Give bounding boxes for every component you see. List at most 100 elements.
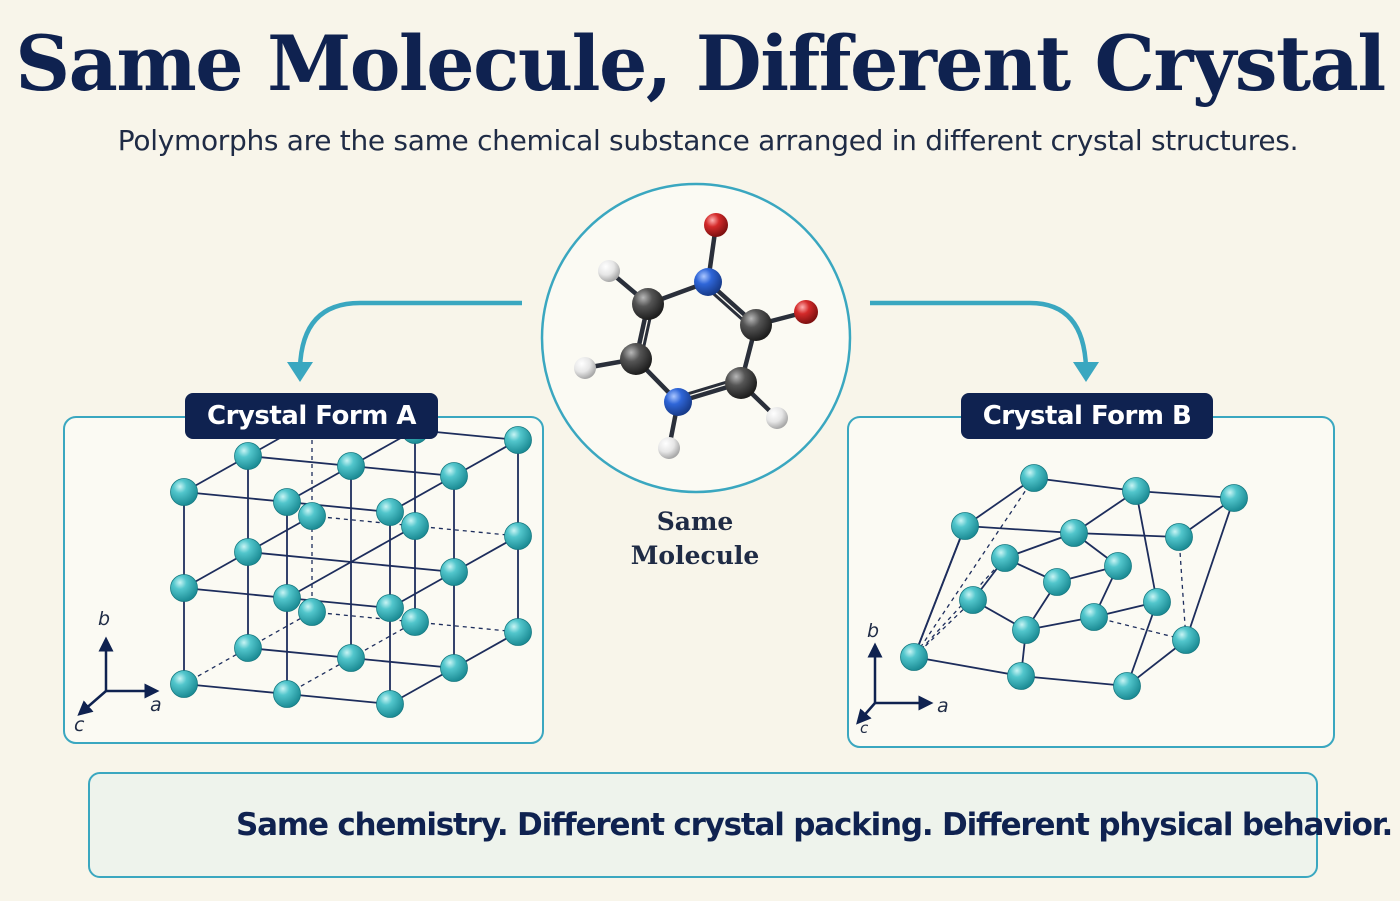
axis-a-b-label: b <box>98 608 111 630</box>
axis-b-b-label: b <box>867 620 880 642</box>
lattice-a-atom <box>504 522 532 550</box>
molecule-circle <box>540 182 852 494</box>
lattice-b-atom <box>1143 588 1171 616</box>
lattice-b-atom <box>951 512 979 540</box>
lattice-b-atom <box>1080 603 1108 631</box>
lattice-a-edge <box>350 657 455 669</box>
lattice-a-atom <box>273 488 301 516</box>
lattice-a-edge <box>286 597 391 609</box>
lattice-a-hidden-edge <box>414 621 519 633</box>
lattice-a-atom <box>440 462 468 490</box>
carbon-atom <box>740 309 772 341</box>
lattice-b-hidden-edge <box>1178 536 1187 641</box>
lattice-b-atom <box>1122 477 1150 505</box>
axis-a-c-label: c <box>74 714 85 736</box>
lattice-b-edge <box>913 656 1022 677</box>
lattice-a-edge <box>350 465 455 477</box>
form-a-label: Crystal Form A <box>185 393 438 439</box>
lattice-a-atom <box>234 538 262 566</box>
oxygen-atom <box>704 213 728 237</box>
lattice-b-hidden-edge <box>913 599 974 658</box>
lattice-a-edge <box>286 501 391 513</box>
molecule-double-bond <box>687 380 729 395</box>
carbon-atom <box>620 343 652 375</box>
lattice-a-edge <box>350 561 455 573</box>
lattice-a-atom <box>337 452 365 480</box>
lattice-b-atom <box>1165 523 1193 551</box>
lattice-b-atom <box>1113 672 1141 700</box>
lattice-b-edge <box>1033 477 1137 492</box>
hydrogen-atom <box>658 437 680 459</box>
molecule-double-bond <box>641 314 652 351</box>
lattice-b-atom <box>1012 616 1040 644</box>
lattice-b-edge <box>1073 532 1180 538</box>
lattice-b-atom <box>1020 464 1048 492</box>
lattice-b-atom <box>1007 662 1035 690</box>
lattice-a-edge <box>183 683 288 695</box>
same-molecule-line2: Molecule <box>630 541 760 570</box>
molecule <box>574 213 818 459</box>
lattice-b-atom <box>1220 484 1248 512</box>
lattice-a-edge <box>286 693 391 705</box>
footer-banner <box>88 772 1318 878</box>
lattice-b-edge <box>964 477 1035 527</box>
carbon-atom <box>725 367 757 399</box>
lattice-b-edge <box>1135 490 1235 499</box>
nitrogen-atom <box>664 388 692 416</box>
lattice-a-atom <box>440 558 468 586</box>
same-molecule-line1: Same <box>656 507 734 536</box>
lattice-a-atom <box>401 512 429 540</box>
page-title: Same Molecule, Different Crystal <box>15 19 1386 108</box>
lattice-b-edge <box>1126 601 1158 687</box>
lattice-a-atom <box>298 502 326 530</box>
lattice-a-atom <box>234 634 262 662</box>
lattice-b-hidden-edge <box>913 557 1006 658</box>
arrow-to-form-a-head <box>287 362 313 382</box>
page-subtitle: Polymorphs are the same chemical substan… <box>117 124 1299 157</box>
lattice-a-edge <box>247 647 352 659</box>
lattice-b-edge <box>913 525 966 658</box>
lattice-a-hidden-edge <box>414 525 519 537</box>
lattice-a-atom <box>170 574 198 602</box>
lattice-a-atom <box>504 618 532 646</box>
hydrogen-atom <box>766 407 788 429</box>
lattice-a-edge <box>247 455 352 467</box>
axis-b-a-label: a <box>937 695 949 717</box>
arrow-to-form-b-head <box>1073 362 1099 382</box>
lattice-a-atom <box>376 594 404 622</box>
lattice-a-atom <box>234 442 262 470</box>
lattice-a-atom <box>170 670 198 698</box>
panel-b-frame <box>847 416 1335 748</box>
molecule-double-bond <box>712 292 745 322</box>
lattice-a-hidden-edge <box>311 611 416 623</box>
hydrogen-atom <box>598 260 620 282</box>
same-molecule-label: Same Molecule <box>600 505 790 573</box>
lattice-a-atom <box>273 584 301 612</box>
lattice-a-atom <box>376 498 404 526</box>
lattice-b-atom <box>900 643 928 671</box>
lattice-a <box>170 406 532 718</box>
lattice-a-atom <box>504 426 532 454</box>
arrow-to-form-b <box>870 300 1089 369</box>
lattice-a-edge <box>183 491 288 503</box>
lattice-a-atom <box>401 608 429 636</box>
axis-b-c-label: c <box>860 719 869 737</box>
lattice-b-edge <box>1020 675 1128 687</box>
lattice-a-atom <box>440 654 468 682</box>
lattice-b-hidden-edge <box>913 477 1035 658</box>
oxygen-atom <box>794 300 818 324</box>
lattice-a-edge <box>247 551 352 563</box>
lattice-b <box>900 464 1248 700</box>
lattice-b-atom <box>1104 552 1132 580</box>
axes-a <box>77 636 160 716</box>
lattice-a-hidden-edge <box>311 515 416 527</box>
lattice-a-atom <box>298 598 326 626</box>
nitrogen-atom <box>694 268 722 296</box>
footer-text: Same chemistry. Different crystal packin… <box>236 807 1393 843</box>
axes-b <box>856 642 934 725</box>
lattice-b-atom <box>991 544 1019 572</box>
lattice-a-atom <box>170 478 198 506</box>
lattice-b-atom <box>1172 626 1200 654</box>
hydrogen-atom <box>574 357 596 379</box>
